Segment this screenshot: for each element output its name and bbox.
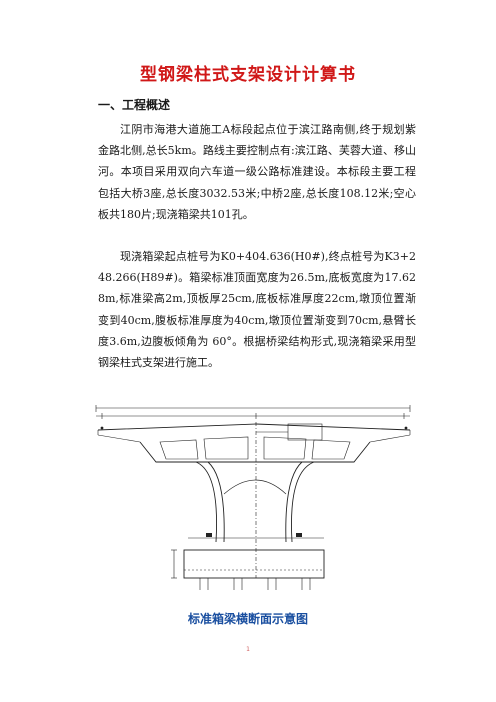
page-number: 1 xyxy=(246,646,250,653)
document-title: 型钢梁柱式支架设计计算书 xyxy=(140,65,356,85)
paragraph-box-girder: 现浇箱梁起点桩号为K0+404.636(H0#),终点桩号为K3+248.266… xyxy=(98,250,416,370)
box-girder-cross-section-drawing xyxy=(95,405,411,590)
paragraph-project-overview: 江阴市海港大道施工A标段起点位于滨江路南侧,终于规划紫金路北侧,总长5km。路线… xyxy=(98,123,416,221)
figure-caption: 标准箱梁横断面示意图 xyxy=(187,612,308,626)
section-heading: 一、工程概述 xyxy=(98,98,171,112)
